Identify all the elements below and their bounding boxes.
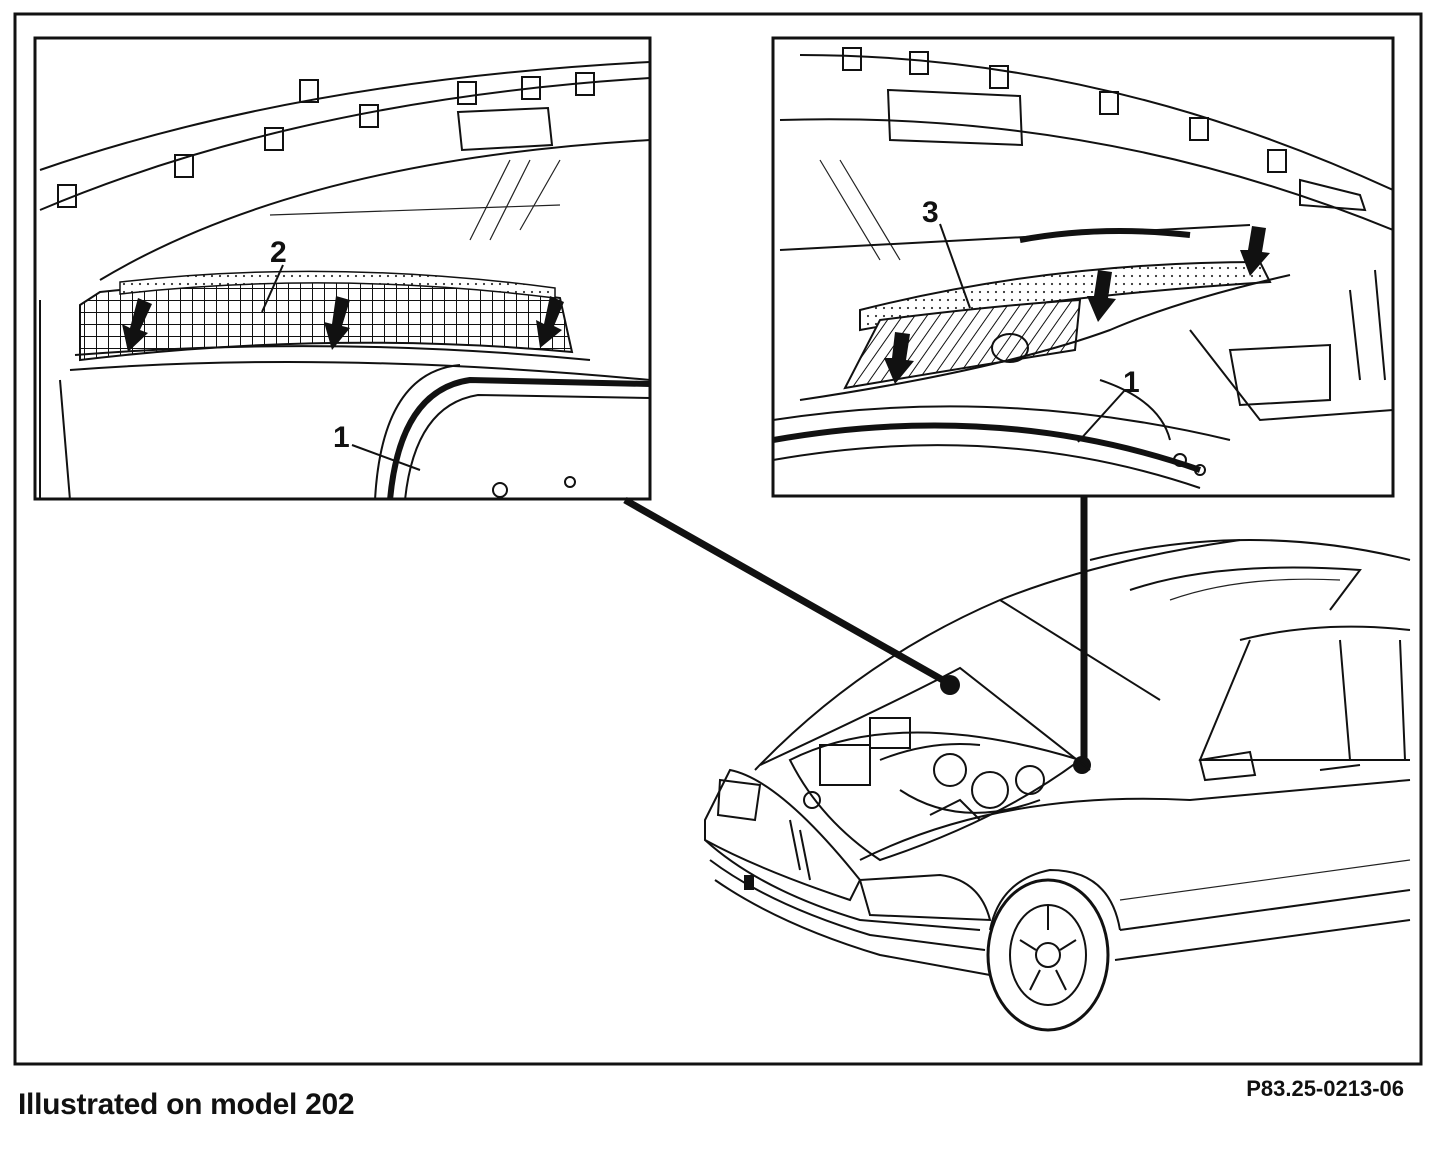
front-wheel — [986, 878, 1110, 1032]
arrow-marker — [122, 298, 152, 352]
arrow-marker — [884, 332, 914, 384]
figure-caption: Illustrated on model 202 — [18, 1088, 355, 1121]
arrow-marker — [536, 296, 564, 348]
arrow-marker — [1087, 270, 1116, 322]
arrow-marker — [324, 296, 350, 350]
connector-line-left — [623, 496, 950, 687]
callout-label: 1 — [333, 421, 350, 454]
callout-label: 2 — [270, 236, 287, 269]
locator-dot-left — [940, 675, 960, 695]
callout-label: 3 — [922, 196, 939, 229]
outer-frame — [13, 12, 1423, 1066]
callout-label: 1 — [1123, 366, 1140, 399]
car-illustration — [704, 539, 1411, 1032]
arrow-marker — [1240, 226, 1270, 276]
left-detail-panel: 2 1 — [33, 36, 652, 501]
reference-code: P83.25-0213-06 — [1246, 1076, 1404, 1101]
cowl-cover-grille — [79, 280, 574, 362]
right-detail-panel: 3 1 — [771, 36, 1395, 498]
